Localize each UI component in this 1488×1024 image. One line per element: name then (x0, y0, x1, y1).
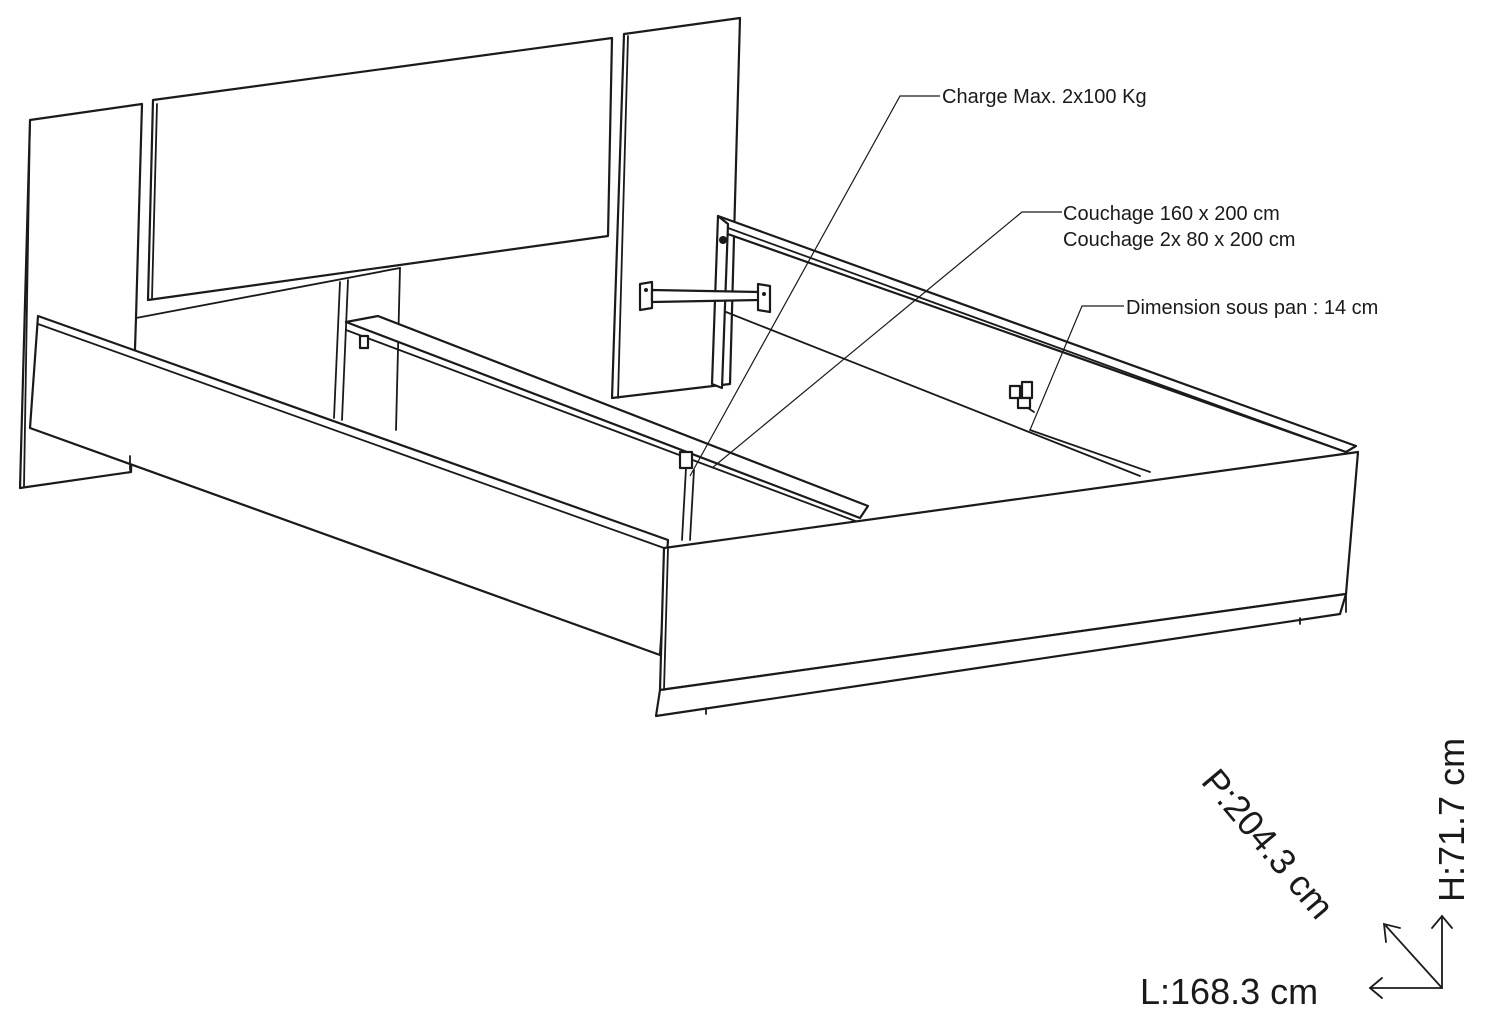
center-beam (344, 314, 870, 541)
dimension-height: H:71.7 cm (1431, 738, 1472, 902)
leader-couchage (711, 211, 1062, 469)
label-couchage-1: Couchage 160 x 200 cm (1063, 203, 1280, 225)
label-charge-max: Charge Max. 2x100 Kg (942, 86, 1147, 108)
dimension-depth: P:204.3 cm (1194, 761, 1342, 927)
corner-fitting (1008, 380, 1035, 413)
inner-rails (725, 311, 1151, 477)
headboard-center-panel (146, 36, 614, 302)
leader-charge (689, 95, 940, 477)
dimension-length: L:168.3 cm (1140, 971, 1318, 1012)
label-dimension: Dimension sous pan : 14 cm (1126, 297, 1378, 319)
dimension-arrows (1368, 914, 1453, 999)
leader-lines (689, 95, 1124, 477)
leader-dimension (1029, 305, 1124, 431)
bracket (638, 280, 772, 314)
label-couchage-2: Couchage 2x 80 x 200 cm (1063, 229, 1295, 251)
right-side-rail (710, 214, 1358, 454)
left-side-rail (28, 314, 670, 657)
footboard (654, 450, 1360, 718)
